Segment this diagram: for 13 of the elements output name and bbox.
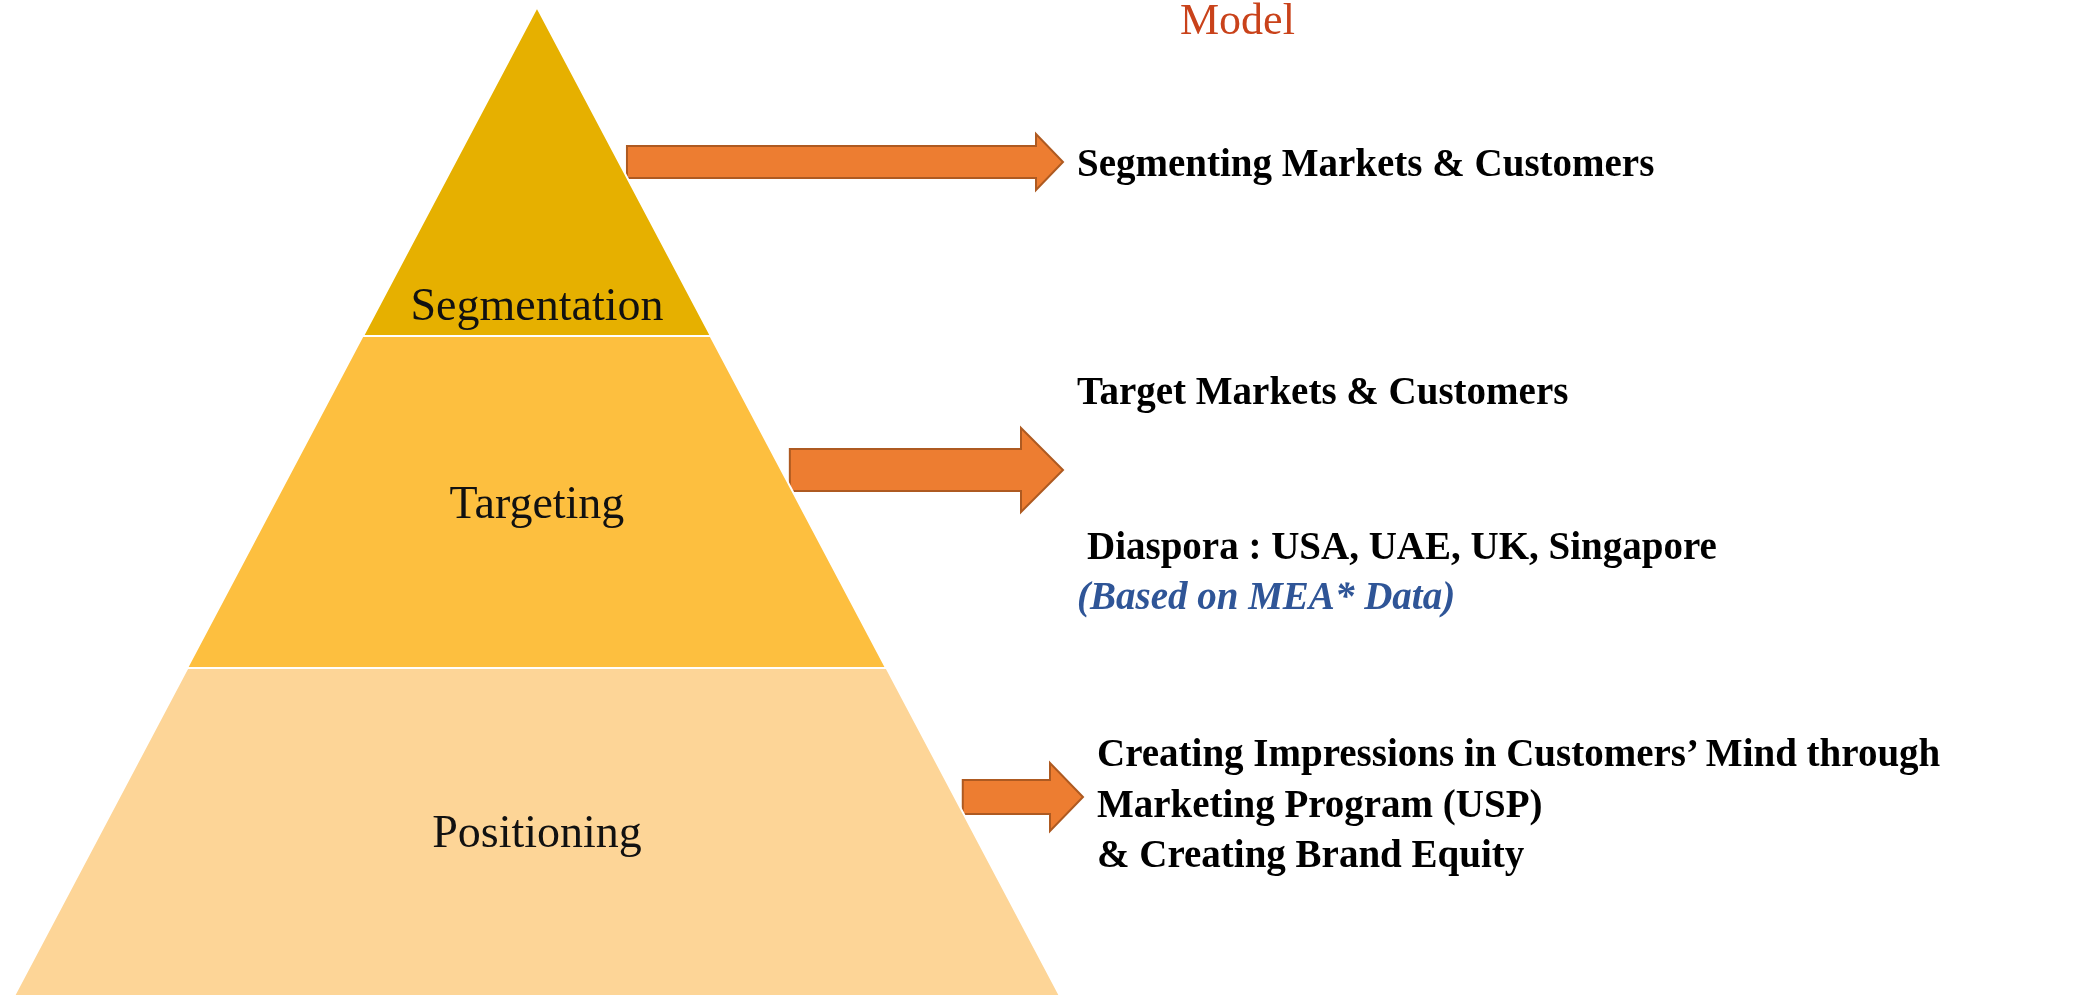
tier-label: Targeting bbox=[448, 480, 626, 526]
description-text: Target Markets & Customers bbox=[1077, 368, 1570, 415]
description-text: & Creating Brand Equity bbox=[1097, 831, 1526, 878]
block-arrow bbox=[788, 425, 1065, 515]
block-arrow bbox=[961, 760, 1085, 834]
title: Model bbox=[1180, 0, 1295, 42]
description-text: Segmenting Markets & Customers bbox=[1077, 140, 1655, 187]
tier-label: Positioning bbox=[431, 809, 643, 855]
tier-label: Segmentation bbox=[409, 282, 665, 328]
description-text: Creating Impressions in Customers’ Mind through Marketing Program (USP) bbox=[1097, 730, 1942, 828]
block-arrow bbox=[625, 131, 1065, 193]
description-text: Diaspora : USA, UAE, UK, Singapore bbox=[1087, 522, 1717, 570]
source-note: (Based on MEA* Data) bbox=[1077, 573, 1457, 620]
